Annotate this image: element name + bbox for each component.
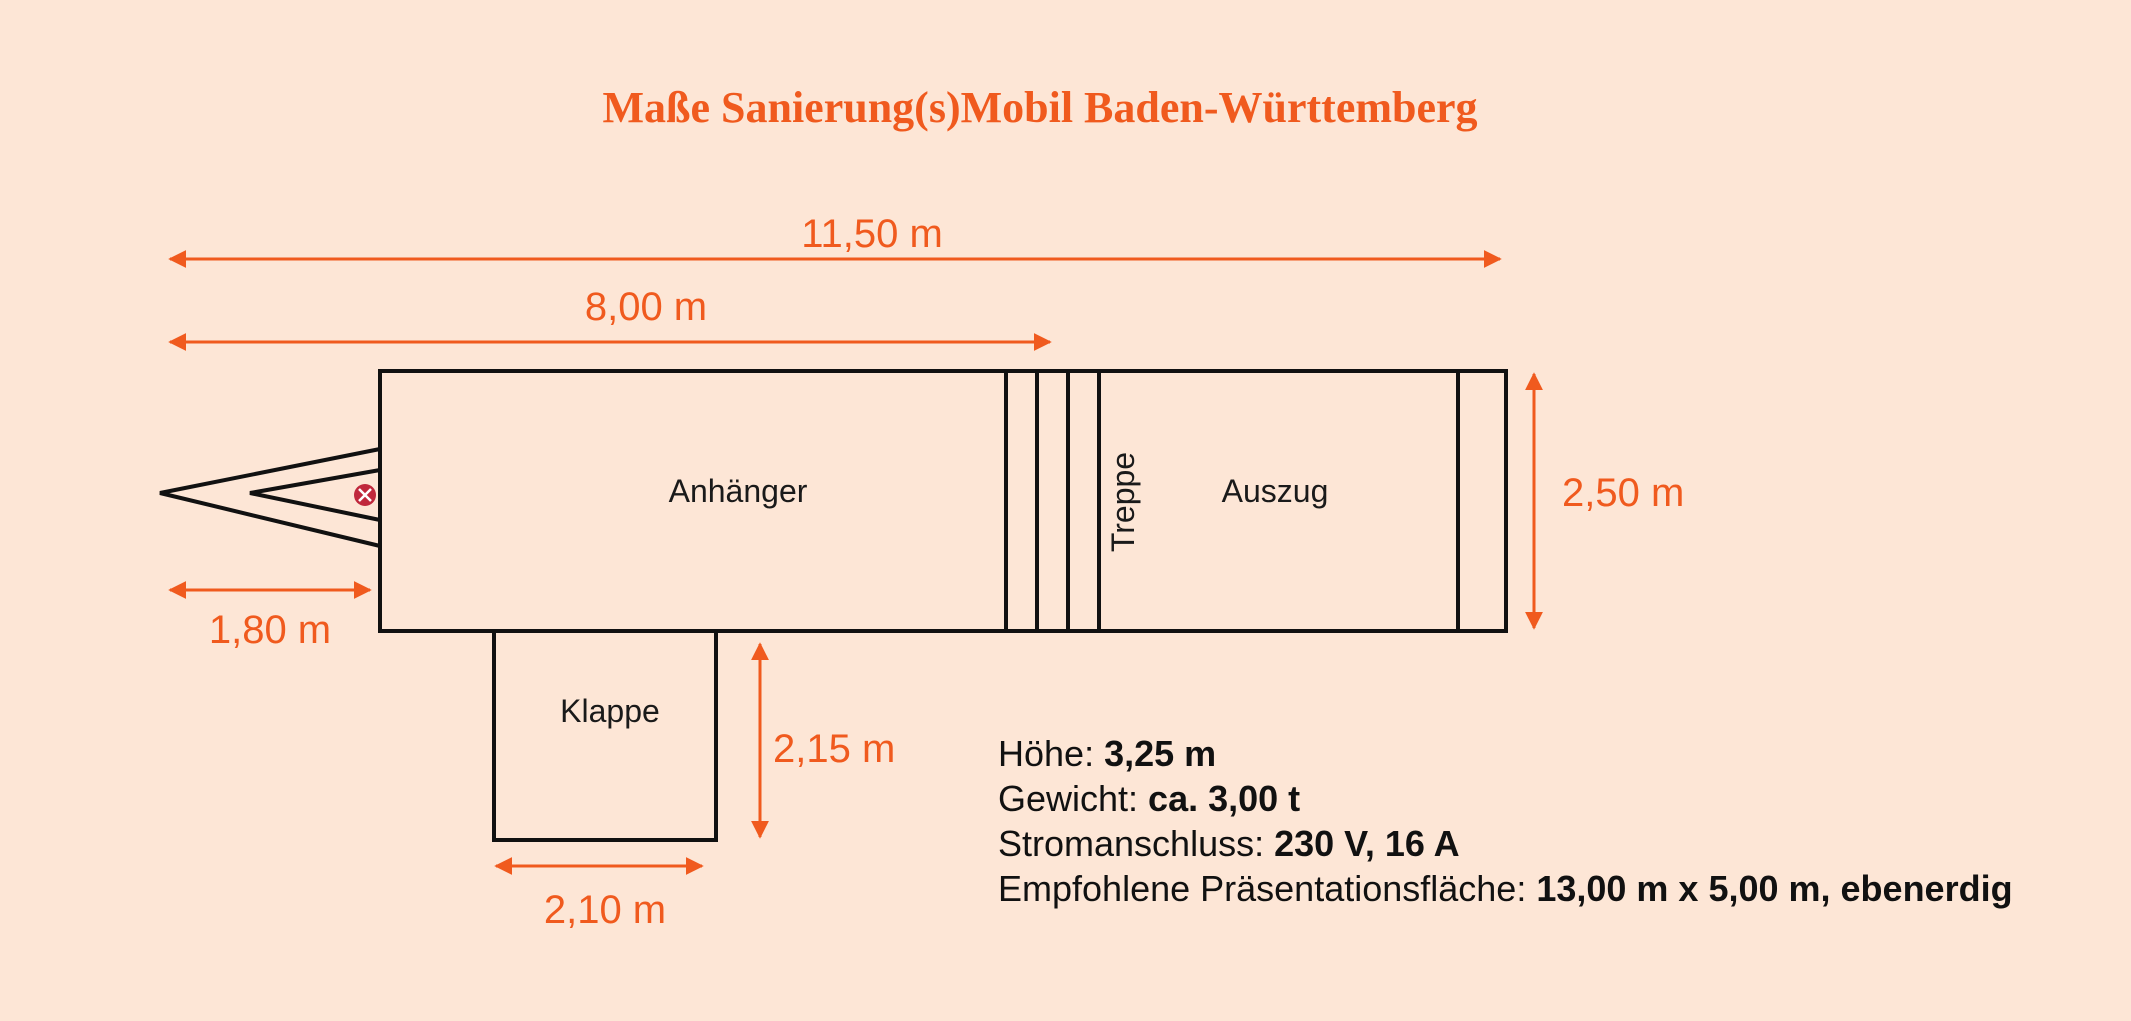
flap-width-label: 2,10 m bbox=[544, 888, 666, 932]
spec-power: Stromanschluss:230 V, 16 A bbox=[998, 823, 1460, 864]
diagram-title: Maße Sanierung(s)Mobil Baden-Württemberg bbox=[602, 83, 1477, 132]
stairs-label: Treppe bbox=[1105, 452, 1141, 552]
spec-value: 230 V, 16 A bbox=[1274, 823, 1459, 864]
spec-value: 13,00 m x 5,00 m, ebenerdig bbox=[1536, 868, 2012, 909]
total-length-label: 11,50 m bbox=[801, 212, 943, 256]
spec-value: ca. 3,00 t bbox=[1148, 778, 1300, 819]
trailer-body bbox=[378, 369, 1508, 633]
flap-depth-label: 2,15 m bbox=[773, 727, 895, 771]
extension-label: Auszug bbox=[1222, 473, 1329, 509]
drawbar-inner bbox=[249, 468, 381, 522]
spec-value: 3,25 m bbox=[1104, 733, 1216, 774]
spec-height: Höhe:3,25 m bbox=[998, 733, 1216, 774]
drawbar-length-label: 1,80 m bbox=[209, 608, 331, 652]
coupling-icon bbox=[354, 484, 376, 506]
spec-label: Gewicht: bbox=[998, 778, 1138, 819]
width-label: 2,50 m bbox=[1562, 471, 1684, 515]
spec-label: Stromanschluss: bbox=[998, 823, 1264, 864]
drawbar-outer bbox=[159, 447, 381, 548]
spec-label: Empfohlene Präsentationsfläche: bbox=[998, 868, 1526, 909]
specs-list: Höhe:3,25 m Gewicht:ca. 3,00 t Stromansc… bbox=[998, 733, 2013, 909]
trailer-label: Anhänger bbox=[669, 473, 808, 509]
spec-area: Empfohlene Präsentationsfläche:13,00 m x… bbox=[998, 868, 2013, 909]
spec-weight: Gewicht:ca. 3,00 t bbox=[998, 778, 1300, 819]
trailer-length-label: 8,00 m bbox=[585, 285, 707, 329]
flap-box bbox=[492, 629, 718, 842]
flap-label: Klappe bbox=[560, 693, 660, 729]
spec-label: Höhe: bbox=[998, 733, 1094, 774]
